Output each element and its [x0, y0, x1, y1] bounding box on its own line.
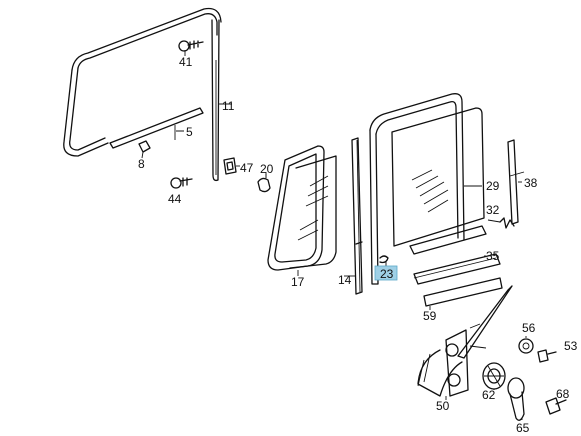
screw-68 — [545, 397, 567, 415]
run-channel-14 — [351, 137, 363, 295]
screw-44 — [170, 177, 193, 189]
pulley-62 — [482, 362, 506, 390]
callout-68[interactable]: 68 — [556, 387, 570, 401]
callout-29[interactable]: 29 — [486, 179, 500, 193]
clip-32 — [487, 217, 515, 229]
window-frame-seal — [63, 7, 222, 157]
callout-53[interactable]: 53 — [564, 339, 578, 353]
callout-38[interactable]: 38 — [524, 176, 538, 190]
door-glass-frame — [369, 93, 465, 285]
callout-23-highlight — [374, 265, 398, 281]
callout-14[interactable]: 14 — [338, 273, 352, 287]
bracket-38 — [507, 139, 525, 225]
callout-17[interactable]: 17 — [291, 275, 305, 289]
callout-8[interactable]: 8 — [138, 157, 145, 171]
vent-window-17 — [267, 145, 337, 276]
glass-pane-29 — [391, 107, 485, 247]
gear-56 — [518, 338, 534, 354]
crank-65 — [507, 377, 525, 421]
screw-41 — [178, 40, 204, 54]
callout-62[interactable]: 62 — [482, 388, 496, 402]
bolt-53 — [537, 349, 557, 363]
callout-56[interactable]: 56 — [522, 321, 536, 335]
clip-23 — [379, 255, 389, 264]
window-regulator-50 — [417, 285, 513, 397]
callout-20[interactable]: 20 — [260, 162, 274, 176]
channel-strips — [409, 225, 503, 307]
callout-59[interactable]: 59 — [423, 309, 437, 323]
clip-47 — [223, 157, 237, 175]
callout-11[interactable]: 11 — [222, 99, 235, 113]
clip-8 — [138, 140, 151, 159]
callout-32[interactable]: 32 — [486, 203, 500, 217]
callout-44[interactable]: 44 — [168, 192, 182, 206]
callout-47[interactable]: 47 — [240, 161, 254, 175]
leader-lines — [176, 54, 527, 420]
callout-23[interactable]: 23 — [380, 267, 394, 281]
callout-35[interactable]: 35 — [486, 249, 500, 263]
callout-50[interactable]: 50 — [436, 399, 450, 413]
callout-41[interactable]: 41 — [179, 55, 193, 69]
callout-5[interactable]: 5 — [186, 125, 193, 139]
callout-65[interactable]: 65 — [516, 421, 530, 435]
